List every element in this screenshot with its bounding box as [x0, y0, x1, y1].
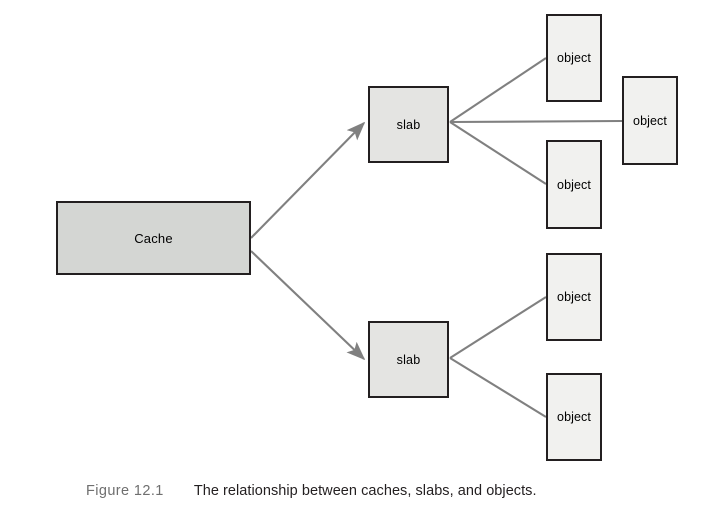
connector-slab-top-to-object-far-right: [449, 119, 623, 124]
connector-cache-to-slab-bottom: [250, 250, 366, 361]
node-slab-top-label: slab: [396, 117, 421, 132]
figure-caption: Figure 12.1 The relationship between cac…: [86, 483, 537, 499]
node-object-lower-bottom[interactable]: object: [546, 373, 602, 461]
node-object-top[interactable]: object: [546, 14, 602, 102]
node-object-lower-bottom-label: object: [557, 410, 591, 424]
node-slab-top[interactable]: slab: [368, 86, 449, 163]
connector-slab-top-to-object-top: [449, 57, 547, 123]
node-slab-bottom-label: slab: [396, 352, 421, 367]
node-slab-bottom[interactable]: slab: [368, 321, 449, 398]
connector-slab-bottom-to-object-upper: [449, 296, 547, 359]
connector-slab-bottom-to-object-lower: [449, 357, 547, 418]
node-cache-label: Cache: [134, 230, 173, 246]
figure-caption-text: The relationship between caches, slabs, …: [193, 483, 537, 499]
node-object-top-label: object: [557, 51, 591, 65]
node-object-upper-mid-label: object: [557, 177, 591, 192]
connector-cache-to-slab-top: [250, 121, 366, 239]
node-object-lower-upper[interactable]: object: [546, 253, 602, 341]
node-object-far-right[interactable]: object: [622, 76, 678, 165]
figure-caption-label: Figure 12.1: [86, 483, 164, 499]
connector-slab-top-to-object-upper-mid: [449, 121, 547, 185]
node-object-upper-mid[interactable]: object: [546, 140, 602, 229]
node-cache[interactable]: Cache: [56, 201, 251, 275]
node-object-lower-upper-label: object: [557, 290, 591, 304]
node-object-far-right-label: object: [633, 113, 667, 128]
